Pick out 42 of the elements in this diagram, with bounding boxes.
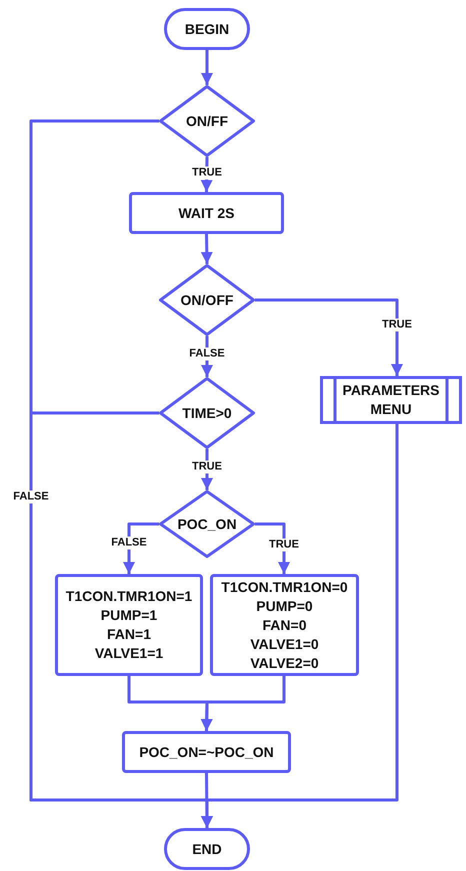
flow-arrow <box>200 676 286 732</box>
process-box <box>122 731 291 773</box>
decision-diamond <box>159 85 255 157</box>
terminator-box <box>164 8 250 50</box>
flow-arrow <box>200 234 213 264</box>
terminator-text: BEGIN <box>184 20 230 38</box>
step-text: T1CON.TMR1ON=0 <box>221 578 348 596</box>
step-text: FAN=0 <box>262 616 306 634</box>
subroutine-box <box>320 376 462 424</box>
step-text: VALVE1=1 <box>94 644 164 663</box>
edge-label: TRUE <box>190 166 224 180</box>
step-text: PARAMETERS MENU <box>342 381 440 419</box>
flow-arrow <box>201 50 213 85</box>
edge-label: TRUE <box>267 538 301 552</box>
terminator-text: END <box>192 840 222 858</box>
step-text: VALVE1=0 <box>250 634 319 654</box>
decision-diamond <box>159 377 255 449</box>
edge-label: TRUE <box>380 318 414 332</box>
decision-diamond <box>159 490 255 558</box>
flow-arrow <box>123 522 159 574</box>
step-text: WAIT 2S <box>178 204 234 222</box>
edge-label: FALSE <box>11 490 51 504</box>
decision-text: TIME>0 <box>182 404 232 422</box>
step-text: POC_ON=~POC_ON <box>139 742 274 762</box>
step-text: VALVE2=0 <box>250 654 319 672</box>
decision-text: ON/OFF <box>180 290 234 310</box>
decision-text: ON/FF <box>186 112 228 130</box>
flow-arrow <box>255 298 403 376</box>
process-box <box>129 192 284 234</box>
terminator-box <box>164 828 250 870</box>
decision-diamond <box>159 264 255 336</box>
step-text: PUMP=1 <box>100 606 158 625</box>
step-text: T1CON.TMR1ON=1 <box>66 587 192 606</box>
edge-label: FALSE <box>187 348 227 360</box>
step-text: PUMP=0 <box>256 596 313 616</box>
flow-arrow <box>201 424 398 828</box>
edge-label: FALSE <box>109 536 149 550</box>
process-box <box>55 574 203 676</box>
decision-text: POC_ON <box>177 514 237 534</box>
edge-label: TRUE <box>190 460 224 474</box>
step-text: FAN=1 <box>107 625 151 644</box>
process-box <box>210 574 359 676</box>
